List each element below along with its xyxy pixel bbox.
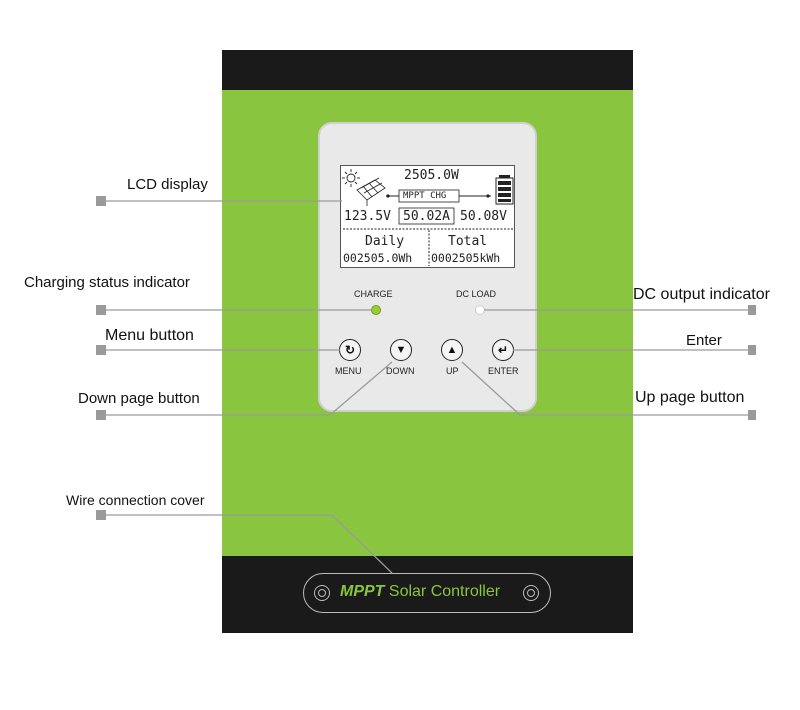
triangle-down-icon: ▼ [395,344,407,356]
battery-icon [495,175,514,205]
sun-icon [342,169,360,187]
screw-right-icon [523,585,539,601]
callout-dc-output: DC output indicator [633,286,770,303]
callout-wire-cover: Wire connection cover [66,492,205,508]
screw-left-icon [314,585,330,601]
lcd-graphics [342,169,514,266]
top-band [222,50,633,90]
dc-load-indicator-label: DC LOAD [456,289,497,299]
current-box [398,207,455,225]
lcd-total-value: 0002505kWh [431,251,501,265]
lcd-mode: MPPT CHG [403,191,447,201]
triangle-up-icon: ▲ [446,344,458,356]
callout-menu-button: Menu button [105,327,194,344]
mode-box [398,189,460,203]
screw-left-inner [318,589,326,597]
wire-connection-cover [222,556,633,633]
enter-arrow-icon: ↵ [497,343,509,357]
charge-indicator-label: CHARGE [354,289,393,299]
lcd-display: 2505.0W MPPT CHG 123.5V 50.02A 50.08V Da… [340,165,515,268]
down-button[interactable]: ▼ [390,339,412,361]
refresh-icon: ↻ [344,343,356,357]
down-button-label: DOWN [386,366,415,376]
enter-button-label: ENTER [488,366,519,376]
lcd-daily-label: Daily [365,234,405,249]
brand-rest: Solar Controller [384,583,501,600]
brand-name: MPPT Solar Controller [340,583,500,601]
nameplate [303,573,551,613]
lcd-daily-value: 002505.0Wh [343,251,413,265]
menu-button-label: MENU [335,366,362,376]
brand-mppt: MPPT [340,583,385,600]
lcd-voltage-in: 123.5V [344,209,391,224]
screw-right-inner [527,589,535,597]
lcd-current: 50.02A [403,209,450,224]
callout-lcd-display: LCD display [127,176,208,193]
up-button[interactable]: ▲ [441,339,463,361]
callout-down-page: Down page button [78,390,200,407]
lcd-total-label: Total [448,234,488,249]
lcd-voltage-out: 50.08V [460,209,507,224]
lcd-power: 2505.0W [404,168,459,183]
solar-panel-icon [356,177,386,206]
callout-enter: Enter [686,332,722,349]
up-button-label: UP [446,366,459,376]
callout-charging-status: Charging status indicator [24,274,190,291]
callout-up-page: Up page button [635,389,745,406]
